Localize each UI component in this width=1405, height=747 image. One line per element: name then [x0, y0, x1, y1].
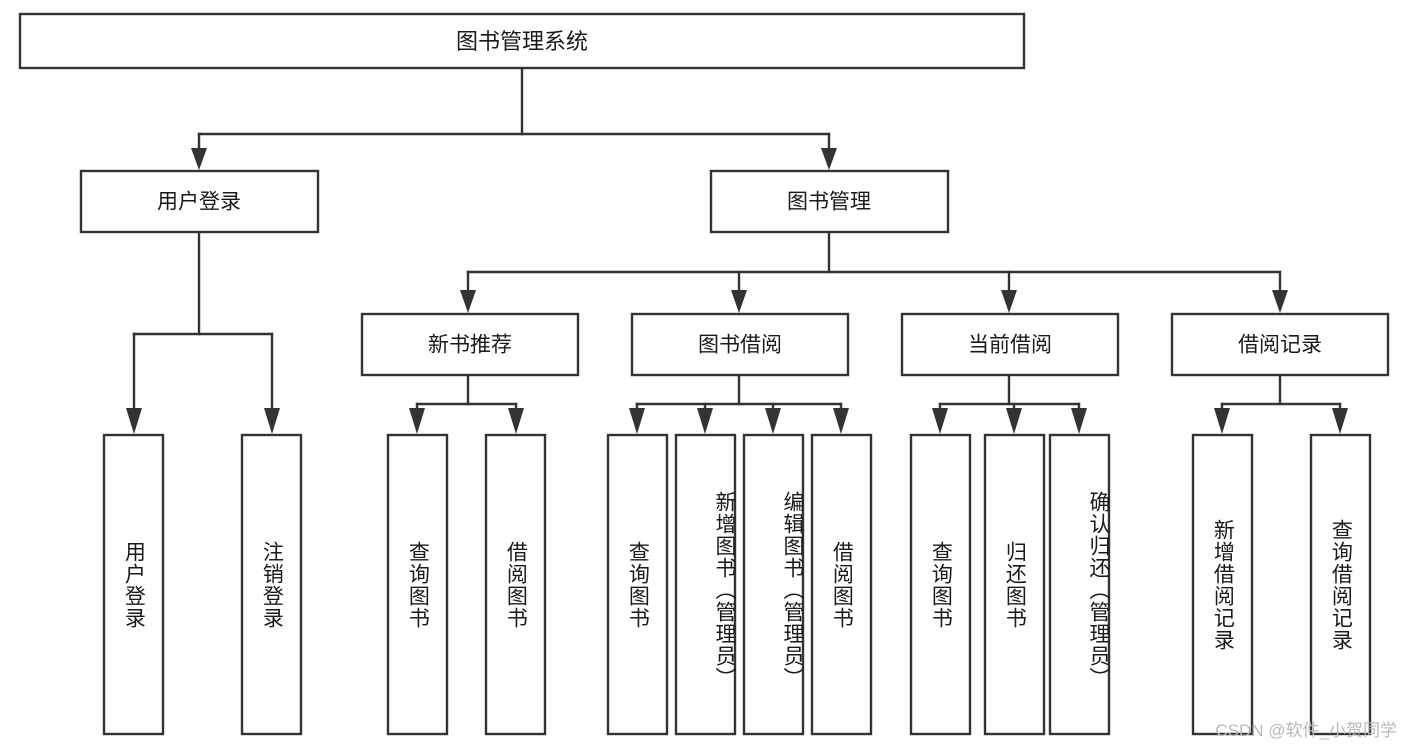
- node-book-management-box: [709, 169, 950, 234]
- node-current-borrow-box: [900, 312, 1120, 377]
- leaf-borrow-book-recommend-box[interactable]: [484, 433, 547, 736]
- leaf-edit-book-box[interactable]: [742, 433, 805, 736]
- node-book-borrow-label: 图书借阅: [698, 334, 782, 357]
- leaf-return-book-box[interactable]: [983, 433, 1046, 736]
- arrowhead-new-book-recommend: [460, 290, 476, 313]
- node-book-borrow[interactable]: 图书借阅: [630, 312, 850, 377]
- node-borrow-record-box: [1170, 312, 1390, 377]
- node-new-book-recommend[interactable]: 新书推荐: [360, 312, 580, 377]
- node-book-management[interactable]: 图书管理: [709, 169, 950, 234]
- arrowhead-leaf-user-logout: [264, 408, 280, 434]
- node-root-box: [18, 12, 1026, 70]
- leaf-add-book-box[interactable]: [674, 433, 737, 736]
- arrowhead-user-login: [191, 148, 207, 170]
- node-root[interactable]: 图书管理系统: [18, 12, 1026, 70]
- node-root-label: 图书管理系统: [456, 29, 588, 54]
- arrowhead-leaf-query-book-recommend: [409, 408, 425, 434]
- arrowhead-book-borrow: [731, 290, 747, 313]
- leaf-user-logout-box[interactable]: [240, 433, 303, 736]
- leaf-box-group: [102, 433, 1372, 736]
- node-new-book-recommend-box: [360, 312, 580, 377]
- node-user-login[interactable]: 用户登录: [79, 169, 320, 234]
- leaf-query-book-borrow-box[interactable]: [606, 433, 669, 736]
- arrowhead-leaf-borrow-book: [833, 408, 849, 434]
- arrowhead-leaf-add-borrow-record: [1214, 408, 1230, 434]
- arrowhead-leaf-return-book: [1006, 408, 1022, 434]
- arrowhead-leaf-user-login: [126, 408, 142, 434]
- node-current-borrow-label: 当前借阅: [968, 334, 1052, 357]
- csdn-watermark: CSDN @软件_小贺同学: [1215, 721, 1397, 740]
- leaf-query-book-recommend-box[interactable]: [386, 433, 449, 736]
- node-book-management-label: 图书管理: [787, 191, 871, 214]
- leaf-borrow-book-box[interactable]: [810, 433, 873, 736]
- node-book-borrow-box: [630, 312, 850, 377]
- node-user-login-label: 用户登录: [157, 191, 241, 214]
- leaf-query-borrow-record-box[interactable]: [1309, 433, 1372, 736]
- arrowhead-current-borrow: [1001, 290, 1017, 313]
- node-current-borrow[interactable]: 当前借阅: [900, 312, 1120, 377]
- arrowhead-book-management: [821, 148, 837, 170]
- leaf-query-book-current-box[interactable]: [909, 433, 972, 736]
- arrowhead-leaf-edit-book: [765, 408, 781, 434]
- arrowhead-leaf-add-book: [697, 408, 713, 434]
- arrowhead-leaf-confirm-return: [1071, 408, 1087, 434]
- arrowhead-leaf-borrow-book-recommend: [508, 408, 524, 434]
- arrowhead-borrow-record: [1272, 290, 1288, 313]
- arrowhead-leaf-query-book-borrow: [629, 408, 645, 434]
- node-borrow-record-label: 借阅记录: [1238, 334, 1322, 357]
- node-new-book-recommend-label: 新书推荐: [428, 334, 512, 357]
- node-user-login-box: [79, 169, 320, 234]
- leaf-user-login-box[interactable]: [102, 433, 165, 736]
- connector-group: [126, 66, 1348, 434]
- leaf-add-borrow-record-box[interactable]: [1191, 433, 1254, 736]
- arrowhead-leaf-query-book-current: [932, 408, 948, 434]
- leaf-confirm-return-box[interactable]: [1048, 433, 1111, 736]
- node-borrow-record[interactable]: 借阅记录: [1170, 312, 1390, 377]
- arrowhead-leaf-query-borrow-record: [1332, 408, 1348, 434]
